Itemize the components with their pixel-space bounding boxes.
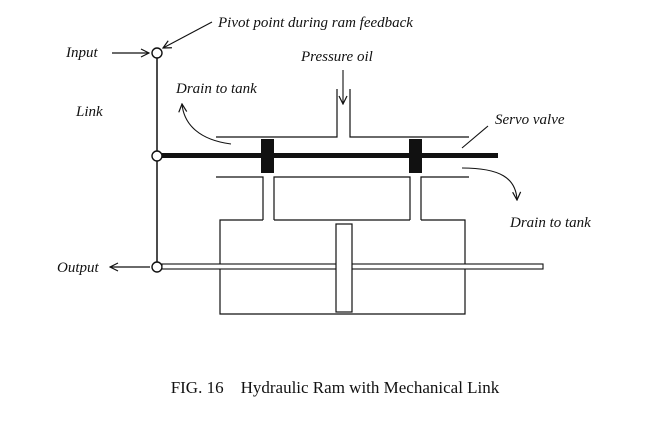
drain-right-arrow	[461, 167, 517, 200]
piston	[335, 223, 353, 313]
drain-right-label: Drain to tank	[509, 215, 591, 231]
ram-cylinder	[219, 219, 466, 315]
output-pivot-circle	[151, 261, 163, 273]
figure-caption: FIG. 16 Hydraulic Ram with Mechanical Li…	[171, 378, 500, 397]
output-label: Output	[57, 260, 100, 276]
servo-valve-leader	[461, 125, 489, 149]
servo-valve-spool-rod	[162, 153, 498, 158]
drain-left-arrow	[182, 104, 232, 145]
input-pivot-circle	[151, 47, 163, 59]
servo-valve-label: Servo valve	[495, 112, 565, 128]
valve-body-lower	[216, 176, 469, 220]
drain-left-label: Drain to tank	[175, 81, 257, 97]
valve-pivot-circle	[151, 150, 163, 162]
pivot-label: Pivot point during ram feedback	[217, 15, 413, 31]
valve-body-upper	[216, 89, 469, 138]
link-label: Link	[75, 104, 103, 120]
spool-land-left	[261, 139, 274, 173]
input-label: Input	[65, 45, 98, 61]
spool-land-right	[409, 139, 422, 173]
pressure-oil-label: Pressure oil	[300, 49, 373, 65]
pivot-pointer-arrow	[163, 21, 213, 48]
